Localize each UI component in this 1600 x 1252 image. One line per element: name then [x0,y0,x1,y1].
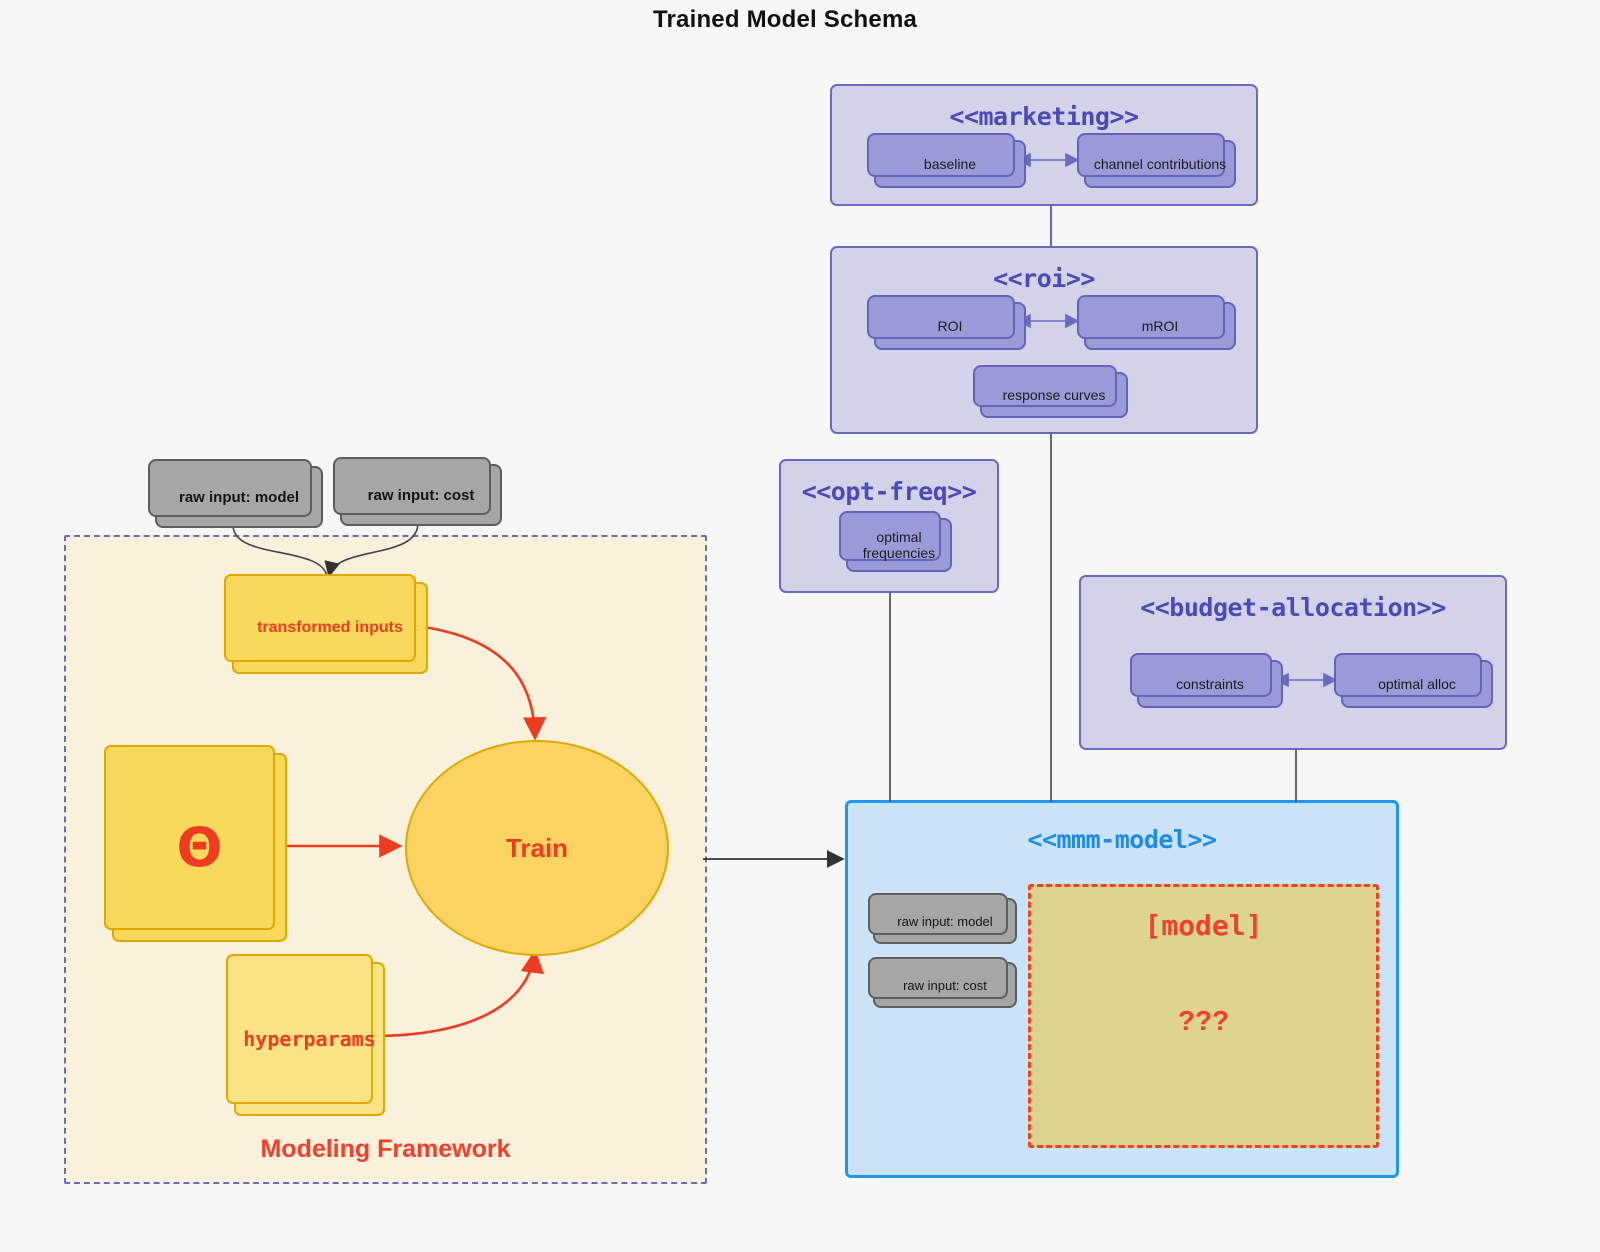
package-budget-allocation[interactable]: <<budget-allocation>> constraints optima… [1079,575,1507,750]
node-roi-label: ROI [937,317,963,334]
node-baseline[interactable]: baseline [867,133,1026,188]
package-marketing-title: <<marketing>> [949,102,1139,131]
package-roi-title: <<roi>> [993,264,1095,293]
package-opt-freq[interactable]: <<opt-freq>> optimal frequencies [779,459,999,593]
node-response-curves[interactable]: response curves [973,365,1128,418]
node-channel-contributions[interactable]: channel contributions [1077,133,1236,188]
package-marketing[interactable]: <<marketing>> baseline channel contribut… [830,84,1258,206]
node-response-curves-label: response curves [1002,386,1106,403]
package-mmm-model-title: <<mmm-model>> [1027,825,1217,854]
page-title: Trained Model Schema [652,6,918,33]
node-raw-input-model-label: raw input: model [179,488,299,506]
node-constraints-label: constraints [1176,675,1244,692]
node-mroi-label: mROI [1141,317,1179,334]
node-raw-input-cost[interactable]: raw input: cost [333,457,502,526]
node-roi[interactable]: ROI [867,295,1026,350]
node-mmm-raw-input-model-label: raw input: model [897,913,993,929]
model-placeholder-box[interactable]: [model] ??? [1028,884,1379,1148]
node-theta[interactable]: Θ [104,745,287,942]
package-roi[interactable]: <<roi>> ROI mROI response curves [830,246,1258,434]
model-placeholder-name: [model] [1144,909,1263,942]
modeling-framework-label: Modeling Framework [260,1135,511,1163]
package-mmm-model[interactable]: <<mmm-model>> raw input: model raw input… [845,800,1399,1178]
package-budget-allocation-title: <<budget-allocation>> [1140,593,1446,622]
node-raw-input-cost-label: raw input: cost [367,486,475,504]
node-mmm-raw-input-cost-label: raw input: cost [903,977,987,993]
node-optimal-frequencies-label: optimal frequencies [862,528,936,561]
node-transformed-inputs[interactable]: transformed inputs [224,574,428,674]
node-train[interactable]: Train [405,740,669,956]
node-baseline-label: baseline [923,155,977,172]
node-channel-contributions-label: channel contributions [1093,155,1227,172]
node-mmm-raw-input-cost[interactable]: raw input: cost [868,957,1017,1008]
node-constraints[interactable]: constraints [1130,653,1283,708]
node-optimal-alloc-label: optimal alloc [1378,675,1456,692]
node-optimal-frequencies[interactable]: optimal frequencies [839,511,952,572]
model-placeholder-body: ??? [1177,1005,1230,1036]
node-transformed-inputs-label: transformed inputs [257,619,403,636]
node-hyperparams-label: hyperparams [243,1027,376,1051]
node-mroi[interactable]: mROI [1077,295,1236,350]
node-hyperparams[interactable]: hyperparams [226,954,385,1116]
node-optimal-alloc[interactable]: optimal alloc [1334,653,1493,708]
node-raw-input-model[interactable]: raw input: model [148,459,323,528]
package-opt-freq-title: <<opt-freq>> [801,477,977,506]
theta-symbol: Θ [176,816,223,879]
node-mmm-raw-input-model[interactable]: raw input: model [868,893,1017,944]
node-train-label: Train [505,832,569,863]
